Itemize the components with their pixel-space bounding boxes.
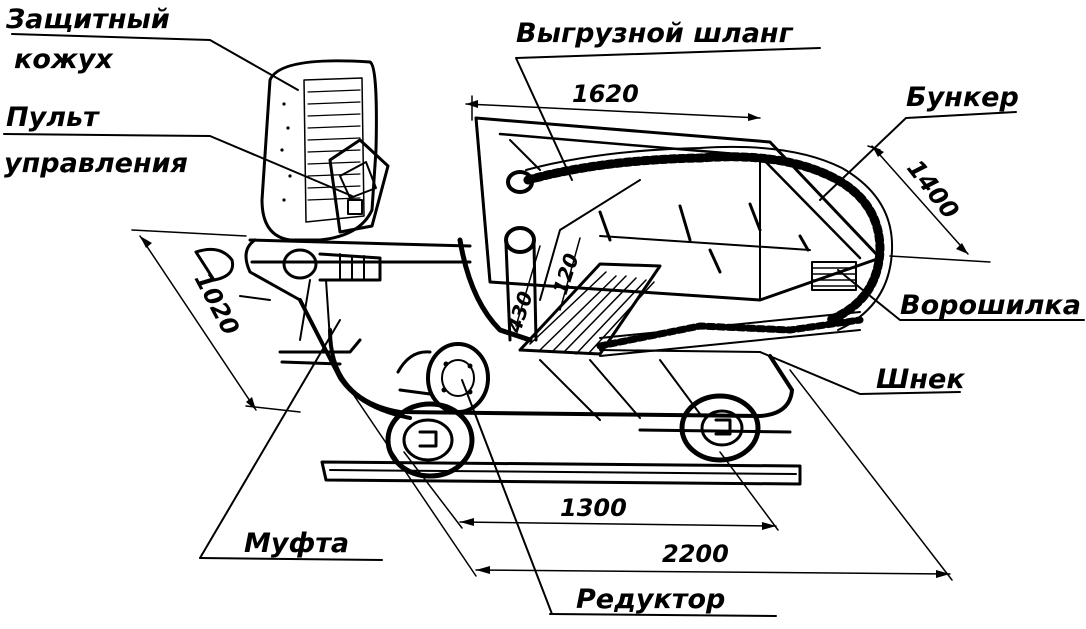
auger-spiral — [596, 311, 864, 357]
dim-frame-width: 1020 — [189, 268, 245, 340]
dim-height-b: 120 — [548, 250, 584, 297]
discharge-hose — [506, 145, 894, 331]
dim-overall-length: 2200 — [662, 540, 729, 568]
control-panel — [328, 138, 390, 234]
label-panel-line1: Пульт — [6, 102, 100, 133]
front-wheel — [385, 401, 475, 479]
leader-lines — [3, 33, 1085, 617]
label-hopper: Бункер — [906, 82, 1019, 113]
label-guard-line1: Защитный — [5, 4, 170, 35]
label-guard-line2: кожух — [14, 44, 114, 75]
label-panel-line2: управления — [4, 148, 188, 179]
drive-unit — [194, 226, 538, 343]
dim-hopper-length: 1620 — [572, 80, 639, 108]
machine-illustration — [194, 59, 894, 486]
label-gearbox: Редуктор — [576, 584, 725, 615]
auger-trough — [518, 179, 662, 356]
hopper-box — [474, 116, 882, 302]
dimension-lines — [131, 95, 991, 581]
gearbox-disc — [396, 342, 490, 414]
part-labels: Защитный кожух Выгрузной шланг Пульт упр… — [4, 4, 1081, 615]
label-agitator: Ворошилка — [900, 290, 1081, 321]
label-clutch: Муфта — [244, 528, 349, 559]
label-discharge-hose: Выгрузной шланг — [516, 18, 794, 49]
label-auger: Шнек — [876, 364, 965, 395]
rear-wheel — [679, 393, 761, 463]
dim-wheelbase: 1300 — [560, 494, 627, 522]
